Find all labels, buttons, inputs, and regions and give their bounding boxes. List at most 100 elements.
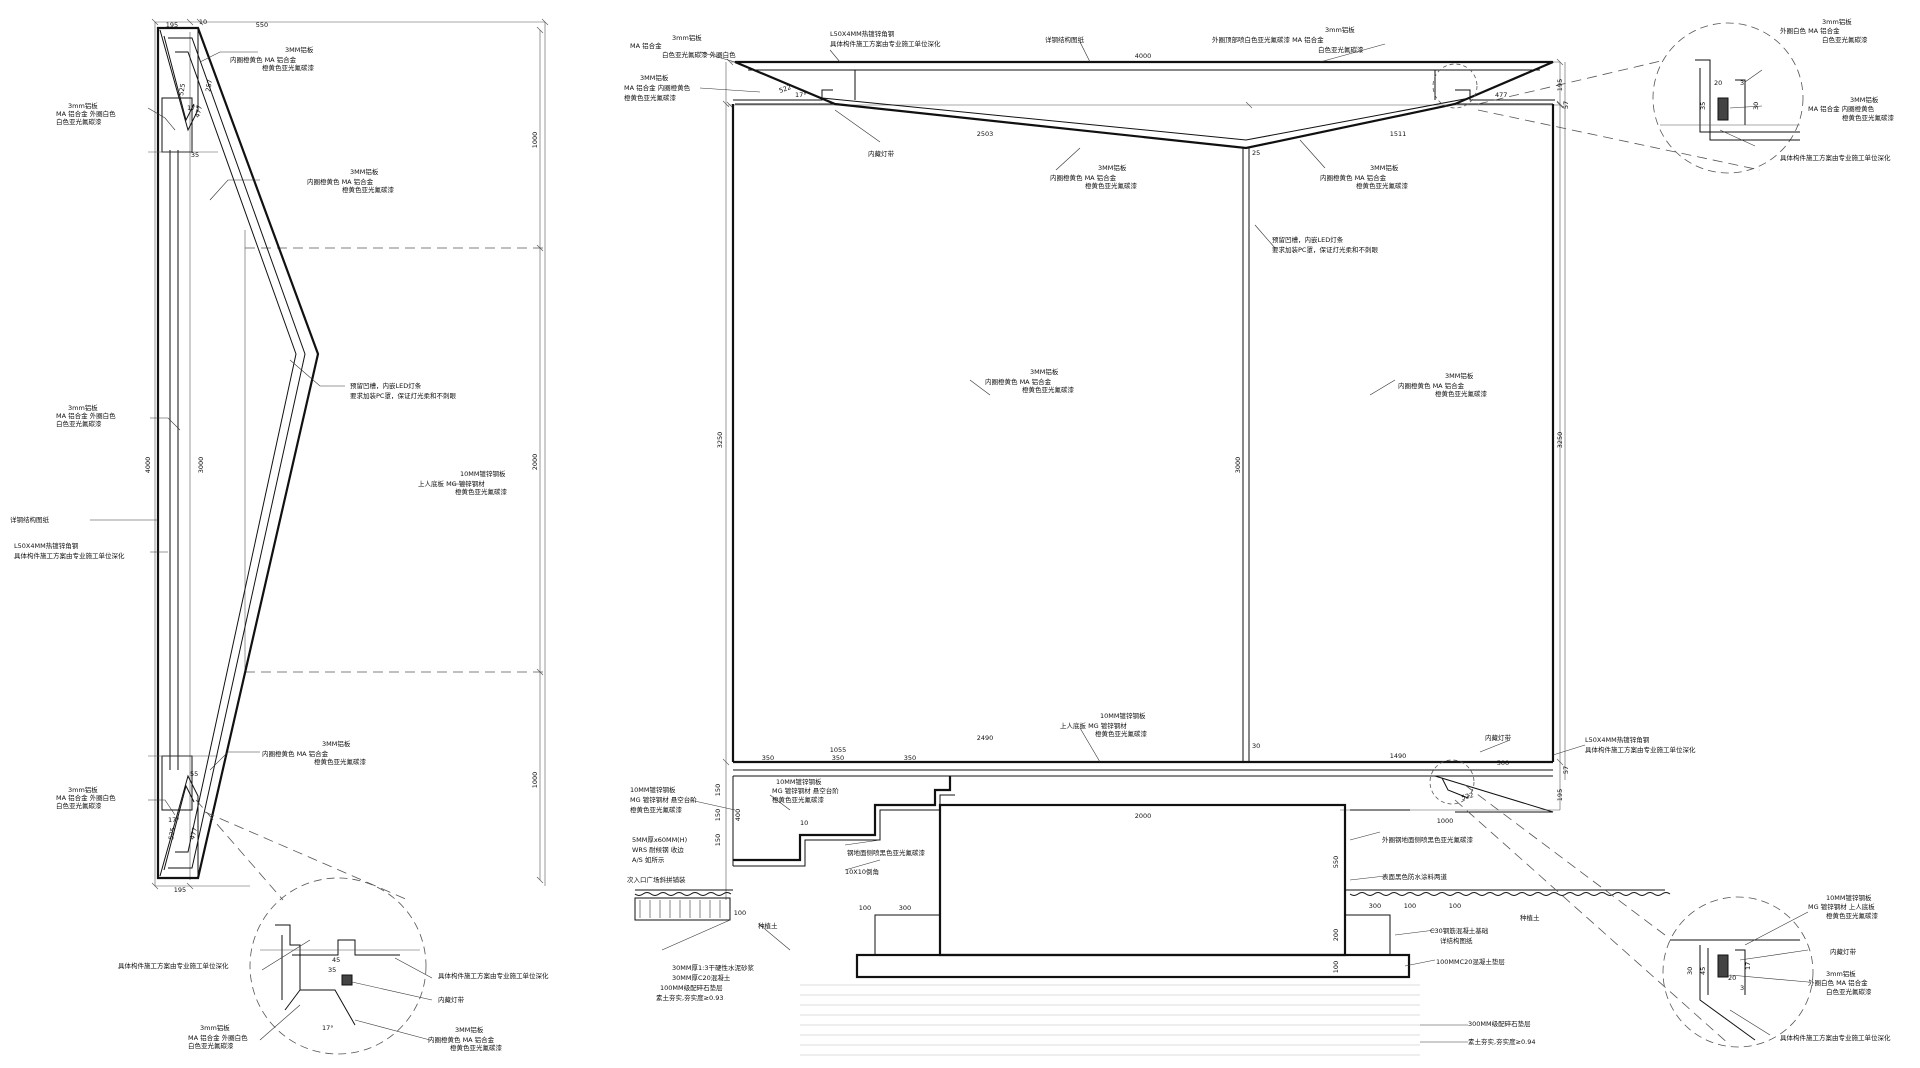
- svg-text:橙黄色亚光氟碳漆: 橙黄色亚光氟碳漆: [1095, 729, 1148, 738]
- dim-el-angle-top: 17°: [795, 91, 807, 99]
- svg-text:MA 铝合金 内圈橙黄色: MA 铝合金 内圈橙黄色: [1808, 104, 1875, 113]
- svg-text:3mm铝板: 3mm铝板: [68, 101, 98, 110]
- dim-pl-525: 525: [177, 83, 187, 97]
- dim-found-550: 550: [1332, 856, 1340, 868]
- svg-text:白色亚光氟碳漆: 白色亚光氟碳漆: [56, 801, 102, 810]
- label-pl-struct: 详钢结构图纸: [10, 515, 50, 524]
- dim-el-bottom-500: 500: [1497, 759, 1509, 767]
- dim-el-bottom-1490: 1490: [1390, 752, 1407, 760]
- svg-text:5MM厚x60MM(H): 5MM厚x60MM(H): [632, 836, 687, 844]
- dim-el-bottom-350c: 350: [904, 754, 916, 762]
- side-section-dims: 195 10 550 195 4000 3000 1000 2000 1000 …: [144, 18, 539, 1032]
- label-det-tr-inner: 3MM铝板 MA 铝合金 内圈橙黄色 橙黄色亚光氟碳漆: [1808, 95, 1895, 122]
- dim-det-30: 30: [1752, 102, 1760, 110]
- dim-el-30: 30: [1252, 742, 1260, 750]
- svg-text:橙黄色亚光氟碳漆: 橙黄色亚光氟碳漆: [262, 63, 315, 72]
- svg-text:橙黄色亚光氟碳漆: 橙黄色亚光氟碳漆: [1022, 385, 1075, 394]
- svg-text:3MM铝板: 3MM铝板: [322, 739, 351, 748]
- label-pl-inner-mid: 3MM铝板 内圈橙黄色 MA 铝合金 橙黄色亚光氟碳漆: [307, 167, 395, 194]
- dim-pl-right-1: 1000: [531, 132, 539, 149]
- dim-det-20b: 20: [1728, 974, 1736, 982]
- dim-pl-257: 257: [204, 79, 214, 93]
- svg-text:白色亚光氟碳漆: 白色亚光氟碳漆: [1826, 987, 1872, 996]
- svg-text:3MM铝板: 3MM铝板: [1098, 163, 1127, 172]
- dim-found-100d: 100: [1404, 902, 1416, 910]
- dim-el-side-195a: 195: [1556, 79, 1564, 91]
- dim-det-17: 17: [1744, 962, 1752, 970]
- svg-text:MG 镀锌钢材 悬空台阶: MG 镀锌钢材 悬空台阶: [772, 786, 839, 795]
- label-el-angle-2: L50X4MM热镀锌角钢 具体构件施工方案由专业施工单位深化: [1585, 735, 1696, 754]
- label-el-soil-left: 种植土: [758, 921, 778, 930]
- svg-text:C30钢筋混凝土基础: C30钢筋混凝土基础: [1430, 926, 1489, 935]
- label-pl-deepen-left: 具体构件施工方案由专业施工单位深化: [118, 961, 229, 970]
- svg-text:内圈橙黄色 MA 铝合金: 内圈橙黄色 MA 铝合金: [262, 749, 329, 758]
- label-el-hidden-light-2: 内藏灯带: [1485, 733, 1512, 742]
- dim-pl-right-2: 2000: [531, 454, 539, 471]
- svg-text:橙黄色亚光氟碳漆: 橙黄色亚光氟碳漆: [342, 185, 395, 194]
- label-pl-hidden-light: 内藏灯带: [438, 995, 465, 1004]
- svg-text:白色亚光氟碳漆: 白色亚光氟碳漆: [1822, 35, 1868, 44]
- svg-text:橙黄色亚光氟碳漆: 橙黄色亚光氟碳漆: [314, 757, 367, 766]
- label-det-tr-outer: 3mm铝板 外圈白色 MA 铝合金 白色亚光氟碳漆: [1780, 17, 1868, 44]
- dim-pl-top-550: 550: [256, 21, 268, 29]
- svg-text:3MM铝板: 3MM铝板: [285, 45, 314, 54]
- dim-found-100a: 100: [1332, 961, 1340, 973]
- svg-text:3mm铝板: 3mm铝板: [68, 785, 98, 794]
- svg-text:要求加装PC罩，保证灯光柔和不刺眼: 要求加装PC罩，保证灯光柔和不刺眼: [350, 391, 456, 400]
- dim-el-bottom-2490: 2490: [977, 734, 994, 742]
- label-el-angle: L50X4MM热镀锌角钢 具体构件施工方案由专业施工单位深化: [830, 29, 941, 48]
- svg-text:详结构图纸: 详结构图纸: [1440, 936, 1473, 945]
- dim-el-bottom-350a: 350: [762, 754, 774, 762]
- side-section-leaders: [90, 51, 470, 1041]
- label-el-led: 预留凹槽，内嵌LED灯条 要求加装PC罩，保证灯光柔和不刺眼: [1272, 235, 1378, 254]
- elevation-leaders: [661, 41, 1809, 1043]
- front-elevation-drawing: [634, 22, 1814, 1056]
- label-det-tr-deepen: 具体构件施工方案由专业施工单位深化: [1780, 153, 1891, 162]
- svg-text:预留凹槽，内嵌LED灯条: 预留凹槽，内嵌LED灯条: [1272, 235, 1344, 244]
- dim-step-150c: 150: [714, 834, 722, 846]
- svg-text:内圈橙黄色 MA 铝合金: 内圈橙黄色 MA 铝合金: [985, 377, 1052, 386]
- svg-text:具体构件施工方案由专业施工单位深化: 具体构件施工方案由专业施工单位深化: [14, 551, 125, 560]
- label-pl-outer-bot: 3mm铝板 MA 铝合金 外圈白色 白色亚光氟碳漆: [56, 785, 116, 810]
- label-el-waterproof: 表面黑色防水涂料两道: [1382, 872, 1448, 881]
- dim-pl-477-bot: 477: [188, 826, 199, 840]
- label-pl-floor: 10MM镀锌钢板 上人底板 MG 镀锌钢材 橙黄色亚光氟碳漆: [418, 469, 508, 496]
- svg-text:预留凹槽，内嵌LED灯条: 预留凹槽，内嵌LED灯条: [350, 381, 422, 390]
- svg-text:3mm铝板: 3mm铝板: [672, 33, 702, 42]
- elevation-dims: 4000 2503 1511 3250 3250 3000 1055 350 3…: [714, 52, 1760, 992]
- dim-pl-55: 55: [190, 770, 198, 778]
- dim-found-300b: 300: [1369, 902, 1381, 910]
- dim-pl-top-10: 10: [199, 18, 207, 26]
- side-section-drawing: [148, 18, 549, 1055]
- svg-text:橙黄色亚光氟碳漆: 橙黄色亚光氟碳漆: [630, 805, 683, 814]
- dim-det-45: 45: [1699, 967, 1707, 975]
- dim-el-side-195b: 195: [1556, 789, 1564, 801]
- label-el-floor: 10MM镀锌钢板 上人底板 MG 镀锌钢材 橙黄色亚光氟碳漆: [1060, 711, 1148, 738]
- svg-text:10MM镀锌钢板: 10MM镀锌钢板: [776, 777, 822, 786]
- label-pl-inner-detail: 3MM铝板 内圈橙黄色 MA 铝合金 橙黄色亚光氟碳漆: [428, 1025, 503, 1052]
- label-el-outer-floor: 外圈钢地面侧喷黑色亚光氟碳漆: [1382, 835, 1474, 844]
- svg-text:具体构件施工方案由专业施工单位深化: 具体构件施工方案由专业施工单位深化: [1585, 745, 1696, 754]
- svg-text:白色亚光氟碳漆 外圈白色: 白色亚光氟碳漆 外圈白色: [662, 50, 736, 59]
- label-el-gravel: 300MM级配碎石垫层: [1468, 1019, 1531, 1028]
- label-el-paving: 次入口广场斜拼铺装: [627, 875, 686, 884]
- label-el-wrs: 5MM厚x60MM(H) WRS 耐候钢 收边 A/S 如所示: [632, 836, 687, 864]
- svg-text:外圈白色 MA 铝合金: 外圈白色 MA 铝合金: [1808, 978, 1868, 987]
- svg-text:MA 铝合金: MA 铝合金: [630, 41, 662, 50]
- label-pl-deepen-right: 具体构件施工方案由专业施工单位深化: [438, 971, 549, 980]
- svg-text:L50X4MM热镀锌角钢: L50X4MM热镀锌角钢: [14, 541, 79, 550]
- label-pl-led: 预留凹槽，内嵌LED灯条 要求加装PC罩，保证灯光柔和不刺眼: [350, 381, 456, 400]
- label-det-br-deepen: 具体构件施工方案由专业施工单位深化: [1780, 1033, 1891, 1042]
- dim-el-bottom-350b: 350: [832, 754, 844, 762]
- label-el-step-inner: 10MM镀锌钢板 MG 镀锌钢材 悬空台阶 橙黄色亚光氟碳漆: [772, 777, 839, 804]
- svg-text:白色亚光氟碳漆: 白色亚光氟碳漆: [1318, 45, 1364, 54]
- label-el-inner-mid-left: 3MM铝板 内圈橙黄色 MA 铝合金 橙黄色亚光氟碳漆: [985, 367, 1075, 394]
- dim-pl-top-195: 195: [166, 21, 178, 29]
- dim-found-2000: 2000: [1135, 812, 1152, 820]
- svg-text:橙黄色亚光氟碳漆: 橙黄色亚光氟碳漆: [1435, 389, 1488, 398]
- label-el-paint-black: 钢地面侧喷黑色亚光氟碳漆: [847, 848, 926, 857]
- svg-text:橙黄色亚光氟碳漆: 橙黄色亚光氟碳漆: [624, 93, 677, 102]
- svg-text:内圈橙黄色 MA 铝合金: 内圈橙黄色 MA 铝合金: [1320, 173, 1387, 182]
- label-el-step-left: 10MM镀锌钢板 MG 镀锌钢材 悬空台阶 橙黄色亚光氟碳漆: [630, 785, 697, 814]
- dim-step-150a: 150: [714, 784, 722, 796]
